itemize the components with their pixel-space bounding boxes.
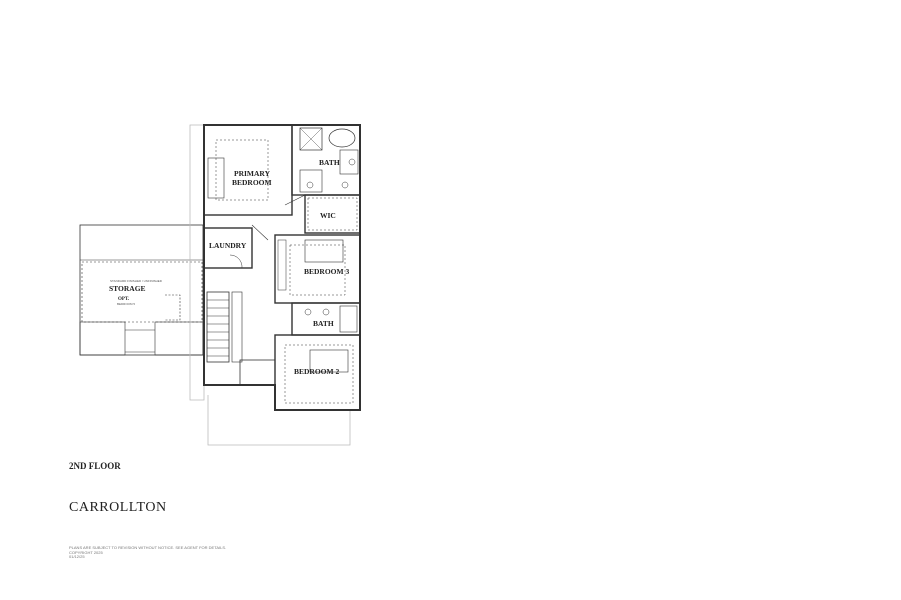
laundry-room [203,227,253,269]
note-line-3: 01/12/25 [69,554,85,560]
staircase [206,291,230,363]
roof-outline [189,124,205,401]
room-label-wic: WIC [320,211,336,220]
note-line-2: COPYRIGHT 2025 [69,549,103,555]
room-label-opt: OPT. [118,297,130,302]
storage-note: STANDARD FINISHED / UNFINISHED [110,279,163,283]
note-line-1: PLANS ARE SUBJECT TO REVISION WITHOUT NO… [69,545,227,550]
room-label-storage: STORAGE [109,284,146,293]
room-label-hall-bath: BATH [313,319,334,328]
room-label-primary-1: PRIMARY [234,169,271,178]
storage-lower-left [79,321,126,356]
plan-title: CARROLLTON [69,500,167,515]
plan-notes: PLANS ARE SUBJECT TO REVISION WITHOUT NO… [69,545,259,560]
floor-label: 2ND FLOOR [69,461,121,471]
room-label-primary-2: BEDROOM [232,178,272,187]
storage-room [81,261,203,323]
storage-lower-right [154,321,204,356]
room-label-bedroom-2: BEDROOM 2 [294,367,339,376]
room-label-bedroom-3: BEDROOM 3 [304,267,349,276]
room-label-primary-bath: BATH [319,158,340,167]
shower [299,127,323,151]
room-label-laundry: LAUNDRY [209,241,247,250]
room-label-opt-room: BEDROOM 5 [117,302,135,306]
walk-in-closet [304,194,361,234]
tub [328,128,356,148]
